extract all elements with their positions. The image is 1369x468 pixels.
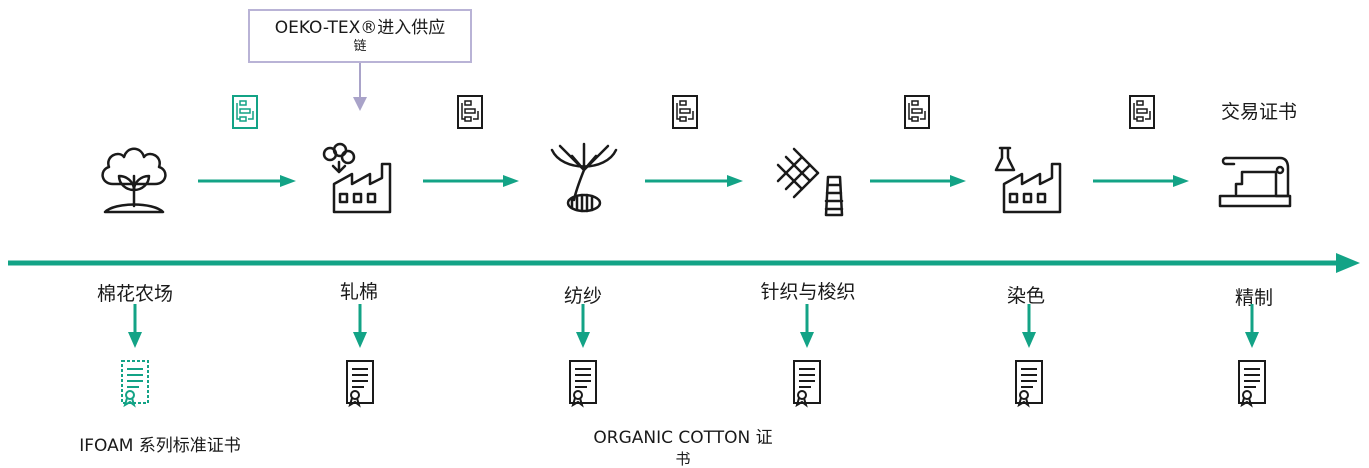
spinning-yarn-icon (550, 142, 618, 213)
certificate-icon-3 (569, 360, 597, 408)
transaction-doc-icon-4 (904, 95, 930, 129)
down-arrows (128, 304, 1259, 348)
certificate-icon-6 (1238, 360, 1266, 408)
transaction-doc-icon-3 (672, 95, 698, 129)
ifoam-certificate-label: IFOAM 系列标准证书 (79, 436, 241, 456)
oeko-tex-callout: OEKO-TEX®进入供应 链 (248, 9, 472, 63)
transaction-doc-icon-1 (232, 95, 258, 129)
cotton-plant-icon (101, 147, 167, 214)
certificate-icon-5 (1015, 360, 1043, 408)
knit-weave-icon (776, 147, 844, 217)
callout-line1: OEKO-TEX®进入供应 (274, 18, 446, 38)
organic-cotton-certificate-label: ORGANIC COTTON 证 书 (558, 426, 808, 468)
stage-label-knit-weave: 针织与梭织 (760, 281, 856, 303)
stage-label-finishing: 精制 (1234, 287, 1273, 309)
certificate-icon-4 (793, 360, 821, 408)
flow-arrows (198, 175, 1189, 187)
dyeing-factory-icon (994, 146, 1062, 214)
certificate-icon-2 (346, 360, 374, 408)
stage-label-spinning: 纺纱 (563, 285, 602, 307)
callout-arrow (353, 63, 367, 111)
ginning-factory-icon (322, 142, 392, 214)
stage-label-dyeing: 染色 (1006, 285, 1045, 307)
trade-certificate-label: 交易证书 (1221, 101, 1298, 123)
certificate-icon-1 (121, 360, 149, 408)
timeline-arrow (8, 253, 1360, 273)
transaction-doc-icon-2 (457, 95, 483, 129)
stage-label-cotton-farm: 棉花农场 (96, 283, 173, 305)
callout-line2: 链 (353, 39, 367, 54)
organic-line2: 书 (675, 450, 691, 468)
transaction-doc-icon-5 (1129, 95, 1155, 129)
stage-label-ginning: 轧棉 (339, 281, 378, 303)
sewing-machine-icon (1218, 156, 1292, 208)
organic-line1: ORGANIC COTTON 证 (593, 428, 773, 448)
